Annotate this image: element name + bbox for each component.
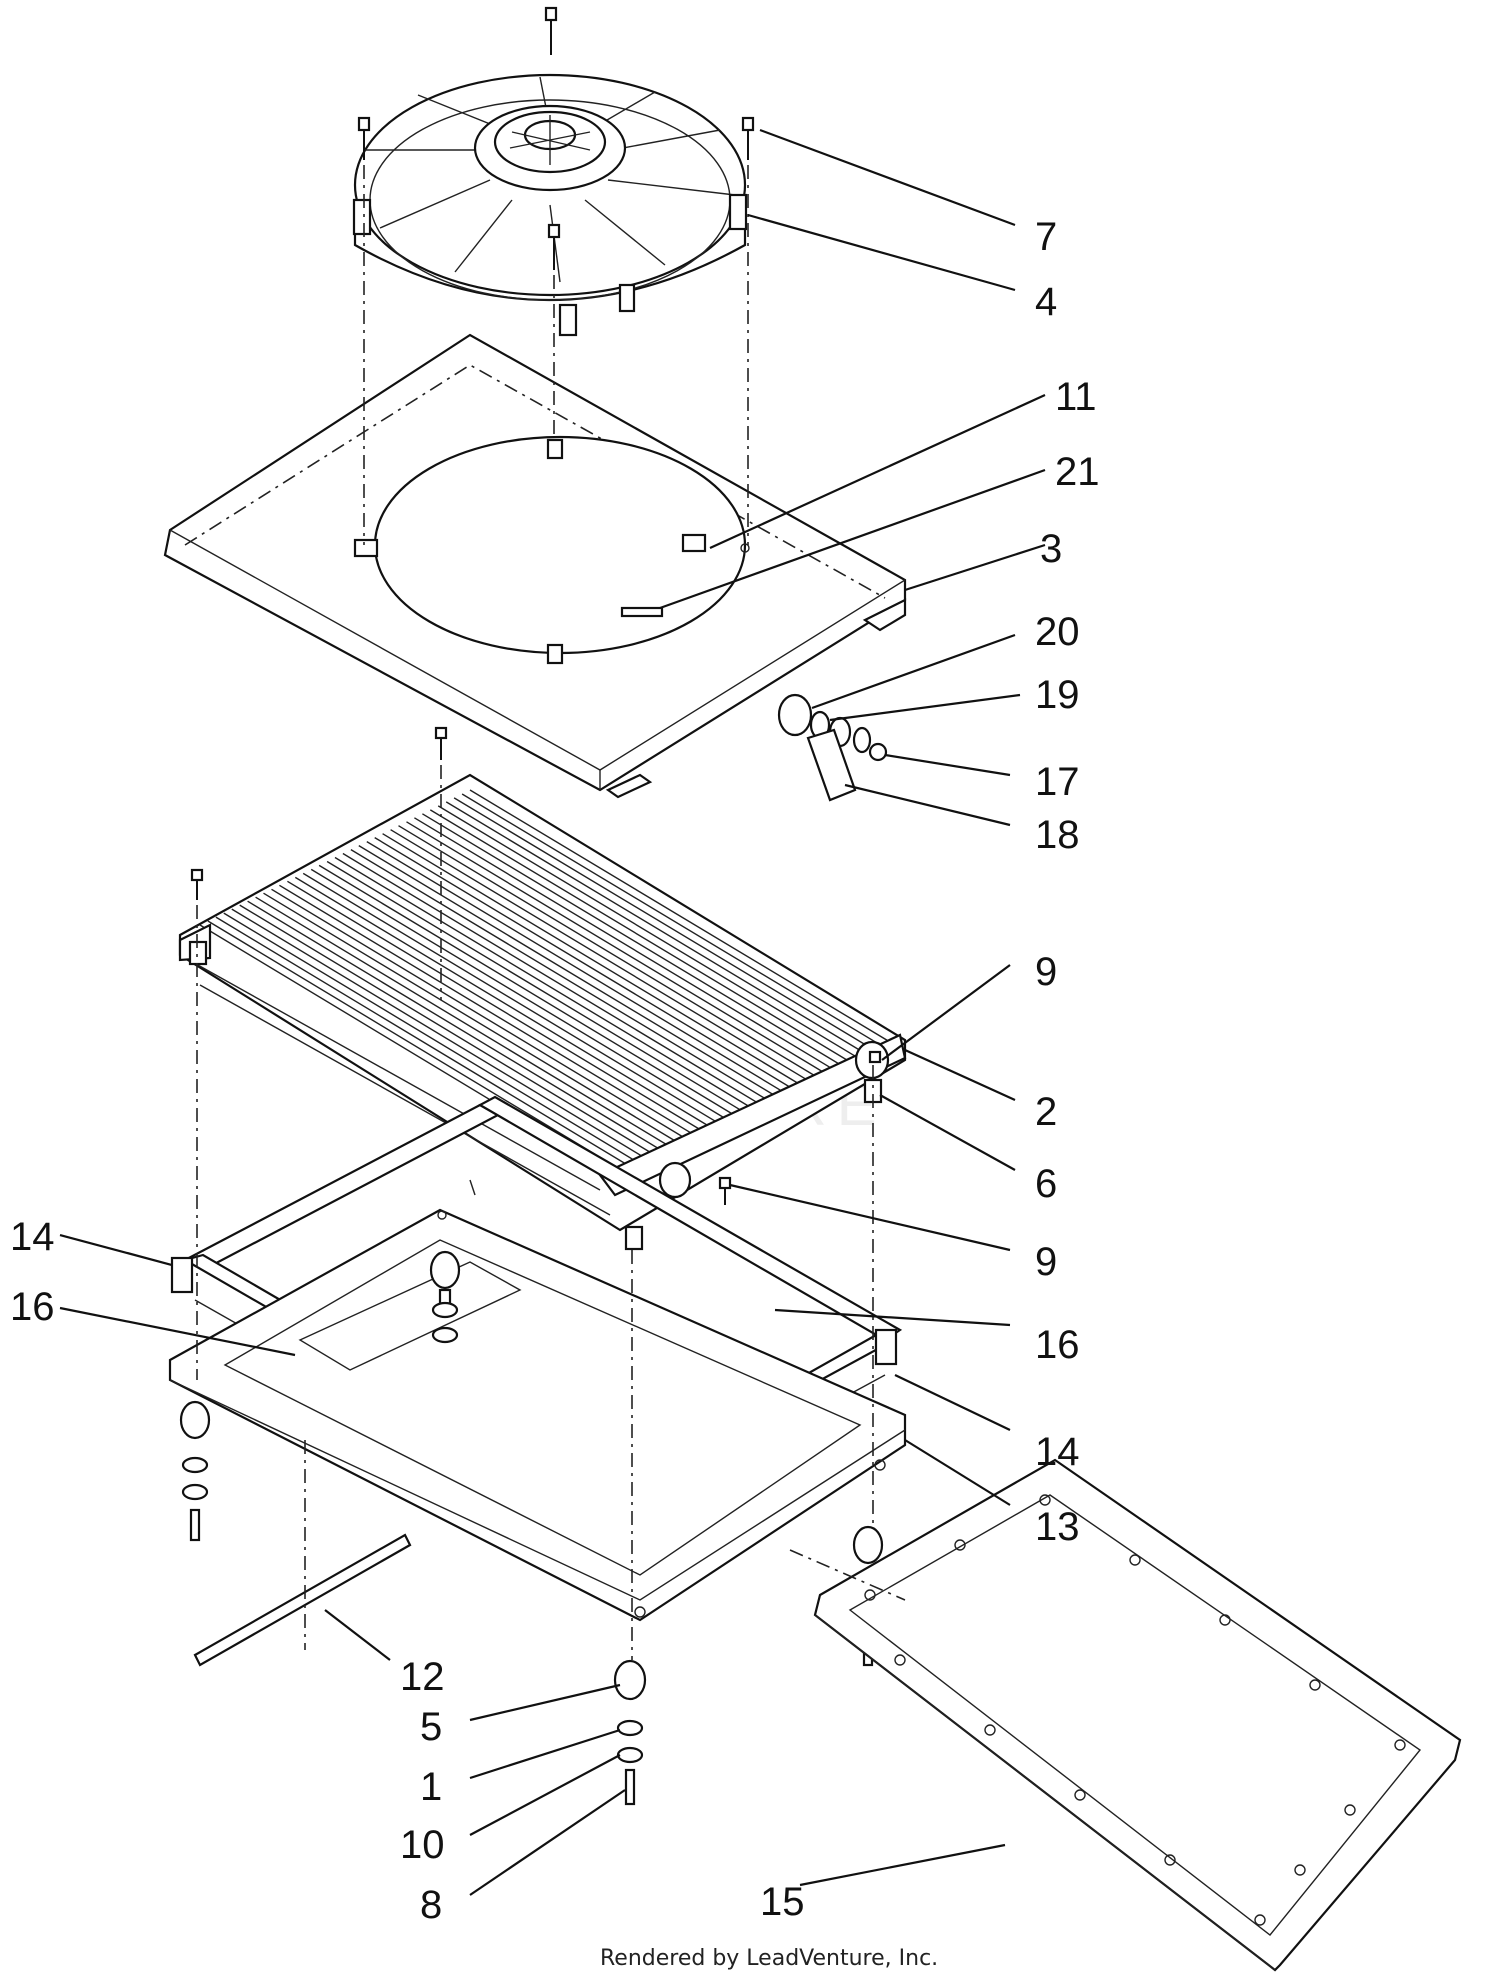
callout-8: 8 xyxy=(420,1883,442,1927)
fan-bolts xyxy=(357,6,755,270)
callout-9-upper: 9 xyxy=(1035,950,1057,994)
shroud xyxy=(163,333,907,799)
callout-11: 11 xyxy=(1055,375,1097,419)
callout-13: 13 xyxy=(1035,1505,1080,1549)
callout-18: 18 xyxy=(1035,813,1080,857)
callout-16-right: 16 xyxy=(1035,1323,1080,1367)
callout-14-right: 14 xyxy=(1035,1430,1080,1474)
callout-21: 21 xyxy=(1055,450,1100,494)
callout-17: 17 xyxy=(1035,760,1080,804)
gasket-hole xyxy=(1309,1679,1321,1691)
base-tray xyxy=(168,1208,907,1622)
callout-6: 6 xyxy=(1035,1162,1057,1206)
gasket-hole xyxy=(1254,1914,1266,1926)
gasket-hole xyxy=(984,1724,996,1736)
gasket-hole xyxy=(894,1654,906,1666)
callout-2: 2 xyxy=(1035,1090,1057,1134)
gasket-hole xyxy=(1164,1854,1176,1866)
seal-strip xyxy=(193,1533,412,1667)
callout-3: 3 xyxy=(1040,527,1062,571)
leader-lines xyxy=(59,128,1046,1896)
footer-credit: Rendered by LeadVenture, Inc. xyxy=(600,1946,938,1971)
gasket-hole xyxy=(954,1539,966,1551)
callout-10: 10 xyxy=(400,1823,445,1867)
callout-16-left: 16 xyxy=(10,1285,55,1329)
spacers xyxy=(188,940,883,1251)
gasket-hole xyxy=(1394,1739,1406,1751)
gasket-hole xyxy=(1219,1614,1231,1626)
callout-1: 1 xyxy=(420,1765,442,1809)
callout-20: 20 xyxy=(1035,610,1080,654)
fan-assembly xyxy=(352,73,748,337)
callout-labels: 7 4 11 21 3 20 19 17 18 9 2 6 9 14 16 16… xyxy=(10,215,1100,1927)
callout-14-left: 14 xyxy=(10,1215,55,1259)
screws xyxy=(190,726,882,1205)
callout-12: 12 xyxy=(400,1655,445,1699)
callout-5: 5 xyxy=(420,1705,442,1749)
callout-9-lower: 9 xyxy=(1035,1240,1057,1284)
alignment-lines xyxy=(196,165,906,1660)
radiator-core xyxy=(178,773,907,1232)
callout-15: 15 xyxy=(760,1880,805,1924)
gasket-hole xyxy=(1074,1789,1086,1801)
gasket-hole xyxy=(1294,1864,1306,1876)
callout-19: 19 xyxy=(1035,673,1080,717)
gasket-hole xyxy=(1129,1554,1141,1566)
gasket-hole xyxy=(1039,1494,1051,1506)
gasket-hole xyxy=(1344,1804,1356,1816)
gasket-hole xyxy=(864,1589,876,1601)
latch-hardware xyxy=(777,693,888,802)
callout-7: 7 xyxy=(1035,215,1057,259)
gasket xyxy=(813,1458,1462,1972)
callout-4: 4 xyxy=(1035,280,1057,324)
